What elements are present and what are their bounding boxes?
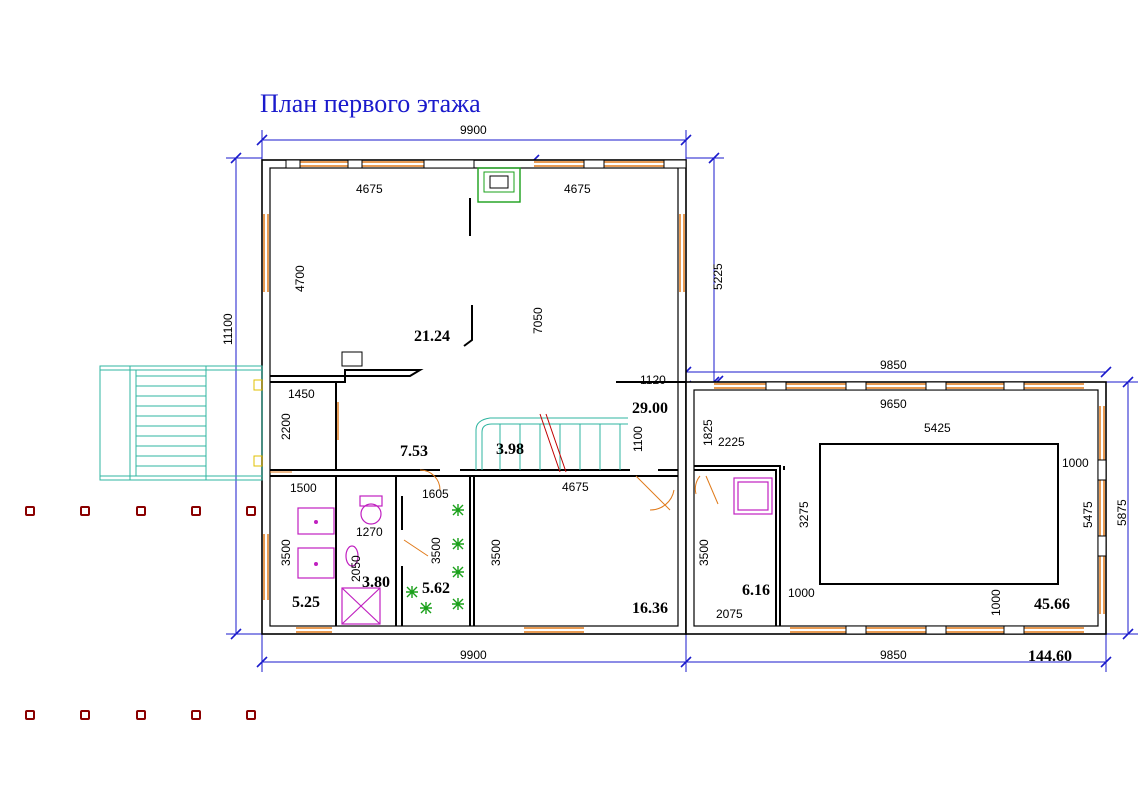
internal-stairs bbox=[475, 413, 628, 473]
grid-marker bbox=[80, 710, 90, 720]
area-hall: 7.53 bbox=[400, 443, 428, 460]
dim-wc-height: 2050 bbox=[349, 555, 363, 582]
windows bbox=[263, 159, 1107, 635]
dim-top-left-half: 4675 bbox=[356, 182, 383, 196]
dim-step-width: 1120 bbox=[640, 373, 666, 387]
dim-bottom-left-total: 9900 bbox=[460, 648, 487, 662]
area-storage: 5.62 bbox=[422, 580, 450, 597]
grid-marker bbox=[25, 506, 35, 516]
dim-left-upper: 4700 bbox=[293, 265, 307, 292]
dim-room-height: 3500 bbox=[489, 539, 503, 566]
area-bath: 5.25 bbox=[292, 594, 320, 611]
dim-shower-height: 3500 bbox=[697, 539, 711, 566]
plants bbox=[406, 504, 464, 614]
area-room: 16.36 bbox=[632, 600, 668, 617]
grid-marker bbox=[191, 506, 201, 516]
grid-marker bbox=[136, 506, 146, 516]
dim-wing-outer-height: 5875 bbox=[1115, 499, 1129, 526]
dim-bath-height: 3500 bbox=[279, 539, 293, 566]
dim-storage-width: 1605 bbox=[422, 487, 449, 501]
dim-left-total: 11100 bbox=[221, 313, 235, 345]
area-total: 144.60 bbox=[1028, 648, 1072, 665]
dim-storage-height: 3500 bbox=[429, 537, 443, 564]
plan-title: План первого этажа bbox=[260, 89, 481, 118]
dimension-labels: 9900 4675 4675 11100 4700 7050 5225 1450… bbox=[221, 123, 1129, 662]
dim-wing-inner: 9650 bbox=[880, 397, 907, 411]
grid-marker bbox=[80, 506, 90, 516]
area-wc: 3.80 bbox=[362, 574, 390, 591]
porch-stairs bbox=[99, 365, 263, 481]
dim-top-total: 9900 bbox=[460, 123, 487, 137]
dim-mid-vertical: 7050 bbox=[531, 307, 545, 334]
room-areas: 21.24 7.53 3.98 29.00 5.25 3.80 5.62 16.… bbox=[292, 328, 1072, 665]
dim-bath-width: 1500 bbox=[290, 481, 317, 495]
dim-hall-width: 1450 bbox=[288, 387, 315, 401]
dim-bottom-right-total: 9850 bbox=[880, 648, 907, 662]
dim-room-width: 4675 bbox=[562, 480, 589, 494]
area-shower: 6.16 bbox=[742, 582, 770, 599]
grid-marker bbox=[191, 710, 201, 720]
dim-pool-width: 5425 bbox=[924, 421, 951, 435]
dim-right-upper: 5225 bbox=[711, 263, 725, 290]
dim-hall-height: 2200 bbox=[279, 413, 293, 440]
area-stair: 3.98 bbox=[496, 441, 524, 458]
dim-pool-height: 3275 bbox=[797, 501, 811, 528]
dim-top-right-half: 4675 bbox=[564, 182, 591, 196]
walls bbox=[261, 159, 1107, 635]
dim-corridor-width: 1825 bbox=[701, 419, 715, 446]
dim-wing-inner-height: 5475 bbox=[1081, 501, 1095, 528]
dim-pool-offset-right: 1000 bbox=[1062, 456, 1089, 470]
dim-step-height: 1100 bbox=[631, 426, 645, 452]
grid-marker bbox=[136, 710, 146, 720]
grid-marker bbox=[246, 506, 256, 516]
doors bbox=[270, 402, 719, 557]
dim-wing-outer: 9850 bbox=[880, 358, 907, 372]
plumbing-fixtures bbox=[297, 477, 773, 625]
area-corridor: 29.00 bbox=[632, 400, 668, 417]
grid-marker bbox=[25, 710, 35, 720]
fireplace-icon bbox=[477, 167, 521, 203]
dim-wc-width: 1270 bbox=[356, 525, 383, 539]
dim-pool-offset-left: 1000 bbox=[788, 586, 815, 600]
area-pool: 45.66 bbox=[1034, 596, 1070, 613]
dim-shower-width: 2075 bbox=[716, 607, 743, 621]
grid-markers bbox=[25, 506, 256, 720]
area-living: 21.24 bbox=[414, 328, 450, 345]
grid-marker bbox=[246, 710, 256, 720]
dim-changing-width: 2225 bbox=[718, 435, 745, 449]
dim-pool-offset-bottom: 1000 bbox=[989, 589, 1003, 616]
